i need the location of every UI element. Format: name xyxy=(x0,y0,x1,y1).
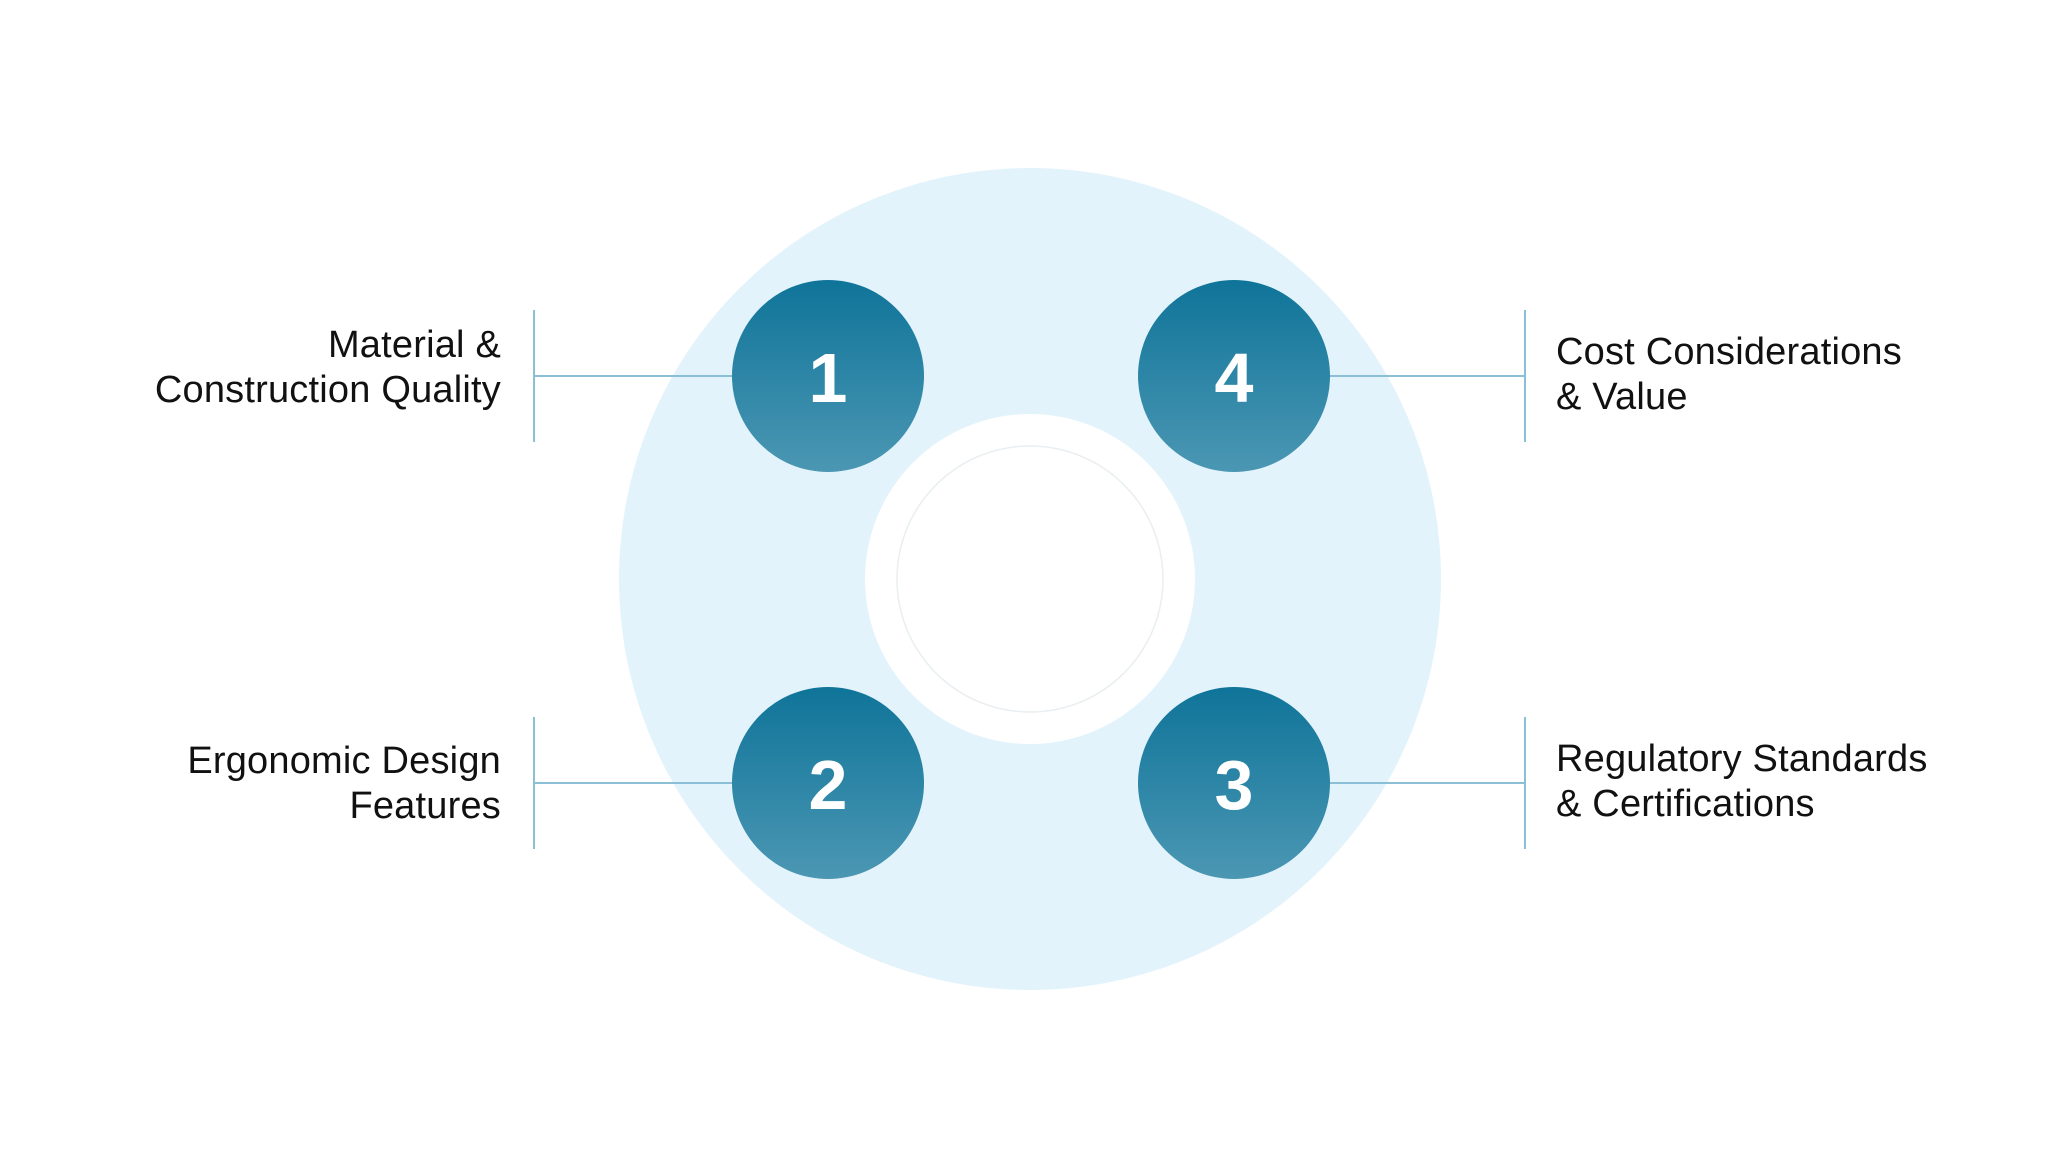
label-2-line-2: Features xyxy=(349,785,501,827)
label-cost-considerations-value: Cost Considerations & Value xyxy=(1556,330,1902,420)
connector-4 xyxy=(1330,310,1526,442)
node-2: 2 xyxy=(732,687,924,879)
node-2-circle xyxy=(732,687,924,879)
label-regulatory-standards-certifications: Regulatory Standards & Certifications xyxy=(1556,737,1928,827)
connector-3 xyxy=(1330,717,1526,849)
node-4-number: 4 xyxy=(1215,339,1254,417)
node-3: 3 xyxy=(1138,687,1330,879)
node-3-number: 3 xyxy=(1215,746,1254,824)
node-1-circle xyxy=(732,280,924,472)
node-4-circle xyxy=(1138,280,1330,472)
label-2-line-1: Ergonomic Design xyxy=(187,740,501,782)
label-ergonomic-design-features: Ergonomic Design Features xyxy=(187,739,501,829)
label-4-line-1: Cost Considerations xyxy=(1556,331,1902,373)
label-1-line-1: Material & xyxy=(327,324,501,366)
label-1-line-2: Construction Quality xyxy=(154,369,501,411)
label-3-line-2: & Certifications xyxy=(1556,783,1815,825)
center-inner-outline xyxy=(896,445,1164,713)
center-hole xyxy=(865,414,1195,744)
label-3-line-1: Regulatory Standards xyxy=(1556,738,1928,780)
node-4: 4 xyxy=(1138,280,1330,472)
connector-1 xyxy=(533,310,736,442)
label-4-line-2: & Value xyxy=(1556,376,1688,418)
node-1-number: 1 xyxy=(809,339,848,417)
connector-2 xyxy=(533,717,736,849)
node-3-circle xyxy=(1138,687,1330,879)
node-2-number: 2 xyxy=(809,746,848,824)
node-1: 1 xyxy=(732,280,924,472)
label-material-construction-quality: Material & Construction Quality xyxy=(155,323,501,413)
